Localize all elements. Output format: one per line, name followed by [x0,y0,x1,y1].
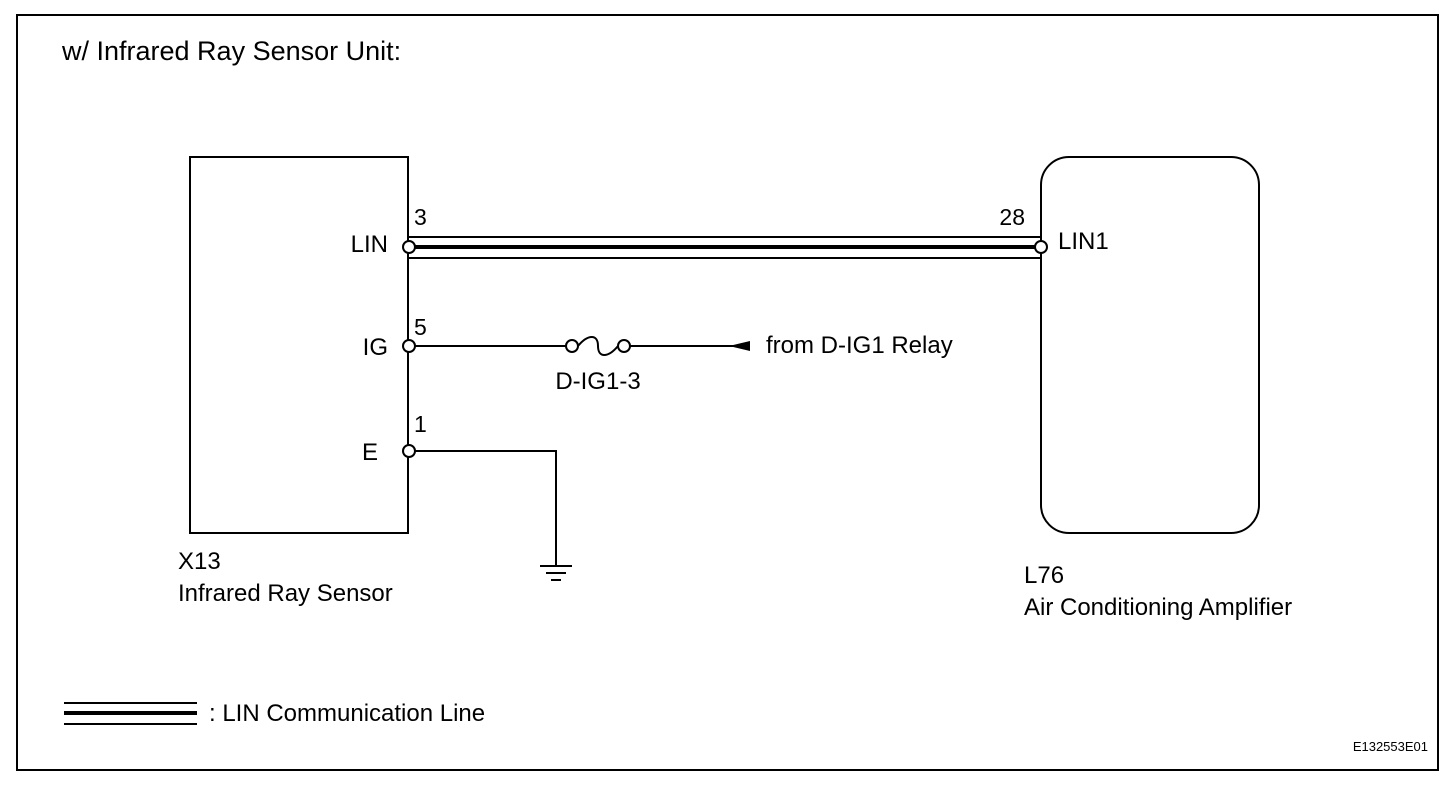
fuse-icon [565,336,631,356]
pin-number-lin: 3 [414,204,427,230]
pin-terminal-e [402,444,416,458]
ground-icon [540,565,572,581]
ground-wire [409,450,557,566]
pin-terminal-lin [402,240,416,254]
pin-label-lin: LIN [351,231,388,258]
pin-label-lin1: LIN1 [1058,228,1109,255]
amplifier-name: Air Conditioning Amplifier [1024,594,1292,621]
figure-id: E132553E01 [1353,739,1428,754]
pin-number-ig: 5 [414,314,427,340]
pin-number-e: 1 [414,411,427,437]
lin-communication-wire [409,236,1041,259]
pin-label-ig: IG [363,334,388,361]
fuse-label: D-IG1-3 [555,368,640,395]
sensor-code: X13 [178,548,221,575]
diagram-title: w/ Infrared Ray Sensor Unit: [61,36,401,66]
pin-label-e: E [362,439,378,466]
pin-terminal-ig [402,339,416,353]
sensor-name: Infrared Ray Sensor [178,580,393,607]
legend-line-icon [64,702,197,725]
amplifier-box [1040,156,1260,534]
legend-label: : LIN Communication Line [209,700,485,727]
pin-number-28: 28 [999,204,1025,230]
pin-terminal-lin1 [1034,240,1048,254]
arrow-icon [729,341,750,351]
diagram-frame [16,14,1439,771]
amplifier-code: L76 [1024,562,1064,589]
source-label: from D-IG1 Relay [766,332,953,359]
